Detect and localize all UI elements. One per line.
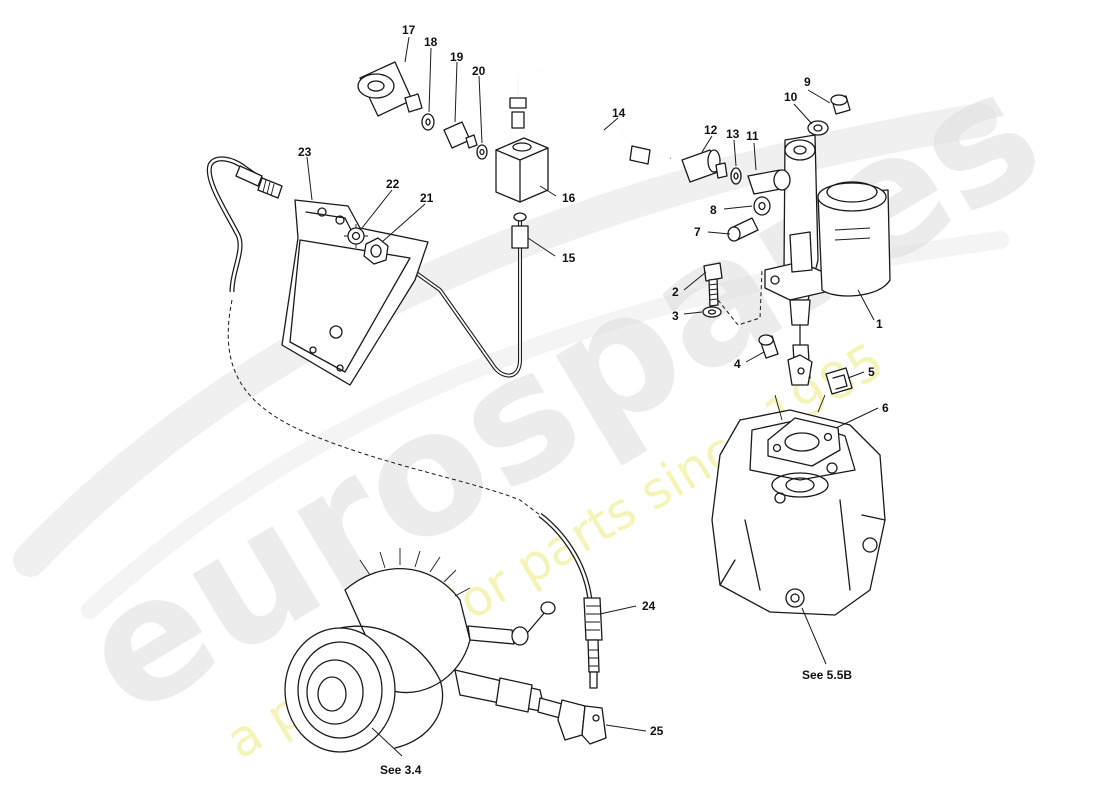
part-10-washer <box>807 120 829 136</box>
part-9-screw <box>830 94 851 115</box>
part-12-adaptor <box>681 149 728 183</box>
callout-25: 25 <box>650 724 664 738</box>
callout-15: 15 <box>562 251 576 265</box>
part-6-gasket <box>767 417 841 467</box>
part-22-lockwasher <box>344 224 368 248</box>
part-21-nut <box>363 237 389 265</box>
callout-10: 10 <box>784 90 798 104</box>
part-5-clip <box>825 367 853 395</box>
reference-gearbox: See 5.5B <box>802 668 852 682</box>
callout-2: 2 <box>672 285 679 299</box>
callout-5: 5 <box>868 365 875 379</box>
part-18-washer <box>421 113 435 131</box>
callout-3: 3 <box>672 309 679 323</box>
part-7-bolt <box>727 217 759 242</box>
part-19-adaptor <box>443 121 478 149</box>
callout-labels: 1 2 3 4 5 6 7 8 9 10 11 12 13 14 15 16 1… <box>298 23 889 777</box>
callout-8: 8 <box>710 203 717 217</box>
callout-16: 16 <box>562 191 576 205</box>
callout-20: 20 <box>472 64 486 78</box>
callout-19: 19 <box>450 50 464 64</box>
callout-24: 24 <box>642 599 656 613</box>
callout-13: 13 <box>726 127 740 141</box>
part-2-bolt <box>703 262 723 307</box>
callout-18: 18 <box>424 35 438 49</box>
part-20-washer <box>476 144 488 160</box>
callout-4: 4 <box>734 357 741 371</box>
part-17-switch <box>357 61 423 117</box>
part-25-connector <box>537 697 607 745</box>
callout-14: 14 <box>612 106 626 120</box>
part-13-washer <box>730 167 742 185</box>
hose-routing-dash <box>227 299 541 516</box>
callout-9: 9 <box>804 75 811 89</box>
callout-1: 1 <box>876 317 883 331</box>
part-14-pipe <box>509 66 671 165</box>
bolt-guide-line <box>717 269 763 326</box>
gearbox-housing <box>711 394 886 616</box>
callout-23: 23 <box>298 145 312 159</box>
part-4-pin <box>758 334 779 359</box>
callout-11: 11 <box>746 129 759 143</box>
part-8-washer <box>753 196 771 216</box>
callout-7: 7 <box>694 225 701 239</box>
part-3-washer <box>702 306 722 318</box>
callout-12: 12 <box>704 123 718 137</box>
callout-17: 17 <box>402 23 416 37</box>
part-1-master-cylinder <box>764 134 891 326</box>
callout-22: 22 <box>386 177 400 191</box>
watermark: eurospares a passion for parts since 198… <box>13 32 1072 770</box>
flexible-hose-upper <box>206 156 283 293</box>
fan-fins <box>359 548 471 597</box>
callout-6: 6 <box>882 401 889 415</box>
callout-21: 21 <box>420 191 434 205</box>
leader-lines <box>306 36 879 757</box>
part-24-hose <box>538 513 603 689</box>
reference-release-bearing: See 3.4 <box>380 763 422 777</box>
release-bearing-assembly <box>284 548 556 753</box>
pushrod-clevis <box>787 324 813 386</box>
part-11-union <box>747 169 791 195</box>
part-16-block <box>495 137 549 203</box>
